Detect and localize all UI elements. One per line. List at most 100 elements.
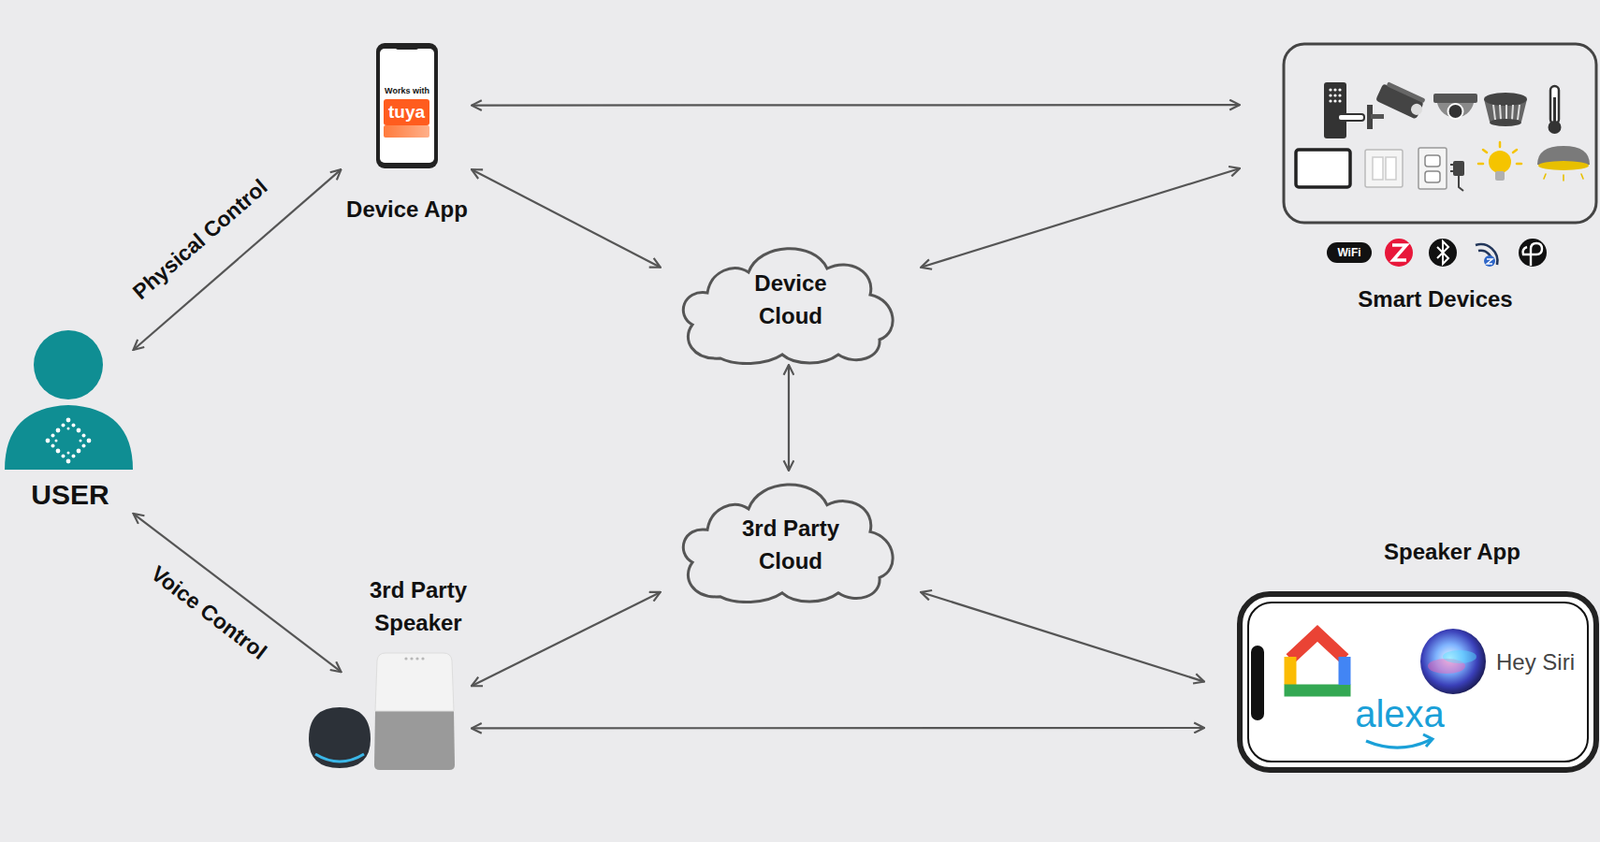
user-logo-dots [79, 439, 83, 443]
user-logo-dots [55, 439, 59, 443]
connector-group [133, 104, 1241, 728]
node-label: Speaker App [1339, 536, 1565, 568]
ceiling-light-icon [1543, 174, 1584, 181]
speaker-phone [1248, 602, 1588, 762]
ceiling-light-icon [1562, 174, 1565, 181]
user-logo-dots [82, 444, 87, 449]
node-label: Smart Devices [1294, 283, 1576, 316]
speaker-phone [1239, 594, 1597, 771]
door-lock-icon [1338, 93, 1341, 97]
bullet-camera-icon [1367, 80, 1427, 130]
speaker-phone [1250, 645, 1265, 721]
connector-arrow [133, 513, 342, 672]
google-home-speaker [375, 653, 454, 712]
outlet-plug-icon [1425, 155, 1440, 167]
siri-orb [1420, 628, 1486, 695]
device-app-node: Works with tuyaDevice App [336, 41, 478, 225]
light-switch-icon [1385, 157, 1397, 180]
bullet-camera-icon [1386, 81, 1426, 103]
bullet-camera-icon [1370, 114, 1384, 119]
dome-camera-icon [1433, 93, 1478, 119]
light-switch-icon [1365, 149, 1403, 188]
node-label: Device App [336, 193, 478, 226]
smart-devices-frame [1283, 43, 1597, 223]
door-lock-icon [1328, 99, 1332, 102]
light-bulb-icon [1478, 142, 1522, 181]
user-logo-dots [51, 434, 56, 438]
user-logo-dots [66, 459, 72, 465]
node-label: tuya [383, 99, 430, 126]
ceiling-light-icon [1543, 174, 1546, 179]
bullet-camera-icon [1409, 101, 1425, 117]
siri-orb [1442, 650, 1477, 664]
door-lock-icon [1338, 114, 1365, 121]
user-logo-dots [56, 428, 61, 434]
node-label: Works with [376, 85, 438, 97]
connector-arrow [920, 168, 1240, 268]
smart-devices-frame [1283, 43, 1597, 223]
device-phone [379, 48, 435, 163]
user-logo-dots [67, 427, 71, 431]
light-switch-icon [1372, 157, 1383, 180]
user-logo-dots [72, 423, 76, 428]
thread-logo [1518, 238, 1547, 267]
protocol-label: WiFi [1326, 242, 1372, 263]
ceiling-light-icon [1581, 174, 1584, 179]
cloud-outline [654, 234, 927, 365]
google-home-logo [1284, 633, 1352, 691]
smoke-detector-icon [1483, 92, 1528, 127]
cloud-node: 3rd Party Cloud [654, 470, 927, 604]
smoke-detector-icon [1505, 104, 1508, 120]
smoke-detector-icon [1489, 118, 1522, 127]
device-group-node: Smart Devices [1239, 43, 1599, 309]
device-phone [383, 99, 430, 126]
light-bulb-icon [1478, 142, 1522, 164]
door-lock-icon [1338, 99, 1341, 102]
light-bulb-icon [1512, 149, 1517, 153]
light-bulb-icon [1498, 142, 1502, 147]
zigbee-logo [1483, 255, 1496, 267]
zwave-logo [1384, 238, 1413, 267]
user-logo-dots [76, 449, 82, 454]
node-label: 3rd Party Speaker [357, 573, 480, 640]
google-home-logo [1338, 656, 1352, 685]
user-logo-dots [66, 418, 72, 423]
door-lock-icon [1333, 99, 1337, 102]
door-lock-icon [1328, 87, 1341, 102]
dome-camera-icon [1433, 93, 1478, 103]
node-label: 3rd Party Cloud [729, 511, 852, 578]
light-switch-icon [1365, 149, 1403, 188]
zigbee-logo [1475, 244, 1498, 267]
thread-logo [1518, 238, 1547, 267]
edge-label: Physical Control [127, 174, 273, 305]
dome-camera-icon [1448, 103, 1464, 119]
connector-arrow [471, 592, 661, 686]
node-label: Hey Siri [1496, 646, 1590, 679]
outlet-plug-icon [1418, 147, 1447, 190]
google-home-logo [1284, 656, 1297, 685]
smoke-detector-icon [1483, 92, 1528, 106]
siri-orb [1420, 628, 1486, 695]
user-logo-dots [87, 438, 92, 444]
google-home-logo [1290, 633, 1345, 659]
device-phone [395, 44, 419, 50]
device-phone [376, 43, 438, 169]
outlet-plug-icon [1425, 171, 1440, 183]
user-icon [33, 330, 103, 400]
user-logo-dots [51, 444, 56, 449]
light-bulb-icon [1495, 171, 1505, 181]
cloud-outline [683, 484, 893, 603]
zwave-logo [1392, 245, 1407, 261]
user-logo-dots [45, 438, 51, 444]
user-logo-dots [61, 423, 66, 428]
google-home-speaker [415, 656, 419, 660]
bullet-camera-icon [1375, 80, 1427, 121]
door-lock-icon [1328, 93, 1332, 97]
wifi-logo [1326, 242, 1372, 263]
speaker-phone [1239, 594, 1597, 771]
connector-arrow [471, 169, 661, 268]
bluetooth-logo [1428, 238, 1457, 267]
door-lock-icon [1338, 87, 1341, 91]
